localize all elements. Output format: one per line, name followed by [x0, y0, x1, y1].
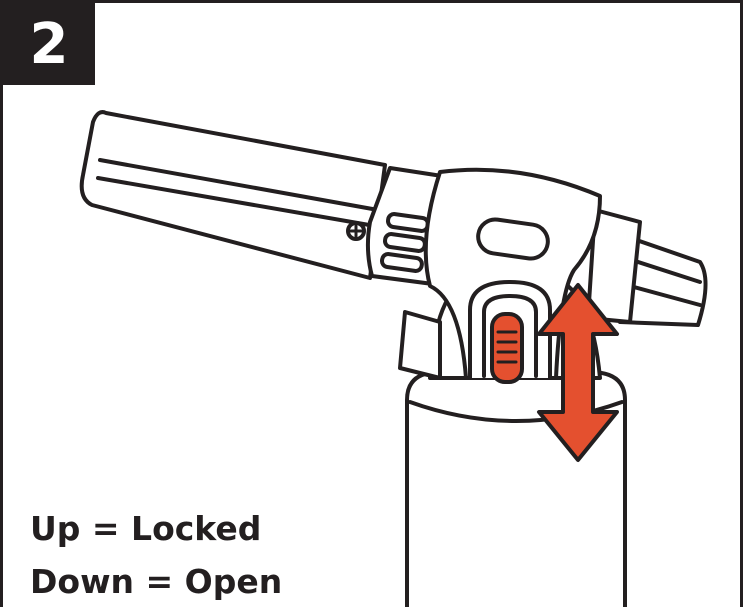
caption-locked: Up = Locked	[30, 509, 261, 548]
lock-slider	[492, 314, 522, 382]
caption-open: Down = Open	[30, 562, 282, 601]
trigger-lever	[400, 312, 440, 378]
torch-nozzle	[588, 210, 706, 325]
torch-barrel	[82, 112, 385, 278]
